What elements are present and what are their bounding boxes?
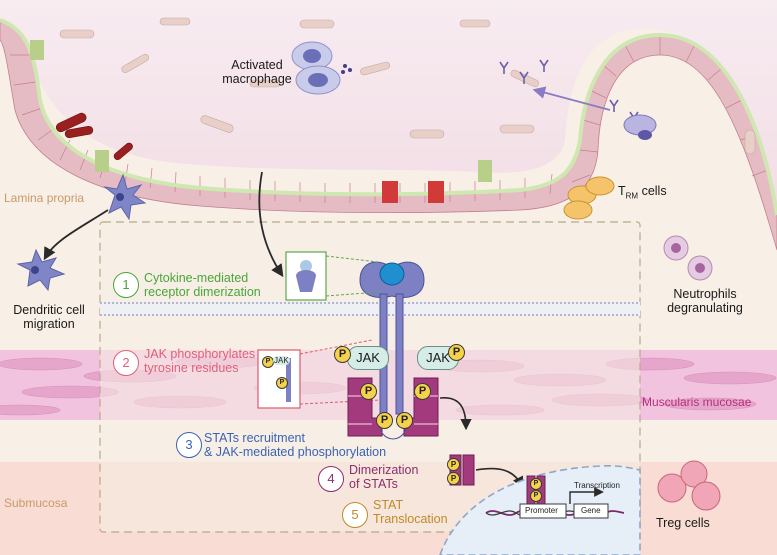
dendritic-cell-epithelial	[103, 173, 147, 221]
phospho-dimer-bottom: P	[447, 472, 460, 485]
step-4-line2: of STATs	[349, 477, 398, 492]
inset2-jak: JAK	[273, 356, 290, 365]
step-2-line1: JAK phosphorylates	[144, 347, 256, 361]
inset2-phospho-top: P	[262, 356, 274, 368]
label-trm-cells: TRM cells	[618, 184, 667, 201]
label-lamina-propria: Lamina propria	[4, 191, 85, 205]
label-dendritic-cell-migration: Dendritic cell migration	[13, 303, 85, 332]
transcription-arrow	[569, 487, 604, 504]
phospho-nuclear-top: P	[530, 478, 542, 490]
step-3-line1: STATs recruitment	[204, 431, 305, 445]
step-4-number: 4	[318, 466, 344, 492]
cell-membrane	[100, 302, 640, 316]
bacteria	[59, 17, 756, 155]
neutrophils-graphic	[663, 235, 713, 281]
phospho-stat-right: P	[414, 383, 431, 400]
label-neutrophils: Neutrophils degranulating	[667, 287, 743, 316]
phospho-jak-right: P	[448, 344, 465, 361]
step-5-line2: Translocation	[373, 512, 448, 527]
step1-inset-receptor	[296, 260, 316, 292]
phospho-receptor-left: P	[376, 412, 393, 429]
step-4-line1: Dimerization	[349, 463, 419, 477]
label-muscularis-mucosae: Muscularis mucosae	[642, 395, 752, 409]
step-2-label: JAK phosphorylates tyrosine residues	[144, 347, 255, 376]
stat-dimerize-arrow	[439, 397, 472, 431]
lumen	[0, 0, 777, 210]
label-transcription: Transcription	[574, 481, 620, 490]
step-1-line1: Cytokine-mediated	[144, 271, 249, 285]
phospho-jak-left: P	[334, 346, 351, 363]
goblet-cells	[30, 40, 492, 203]
step-2-line2: tyrosine residues	[144, 361, 239, 376]
phospho-dimer-top: P	[447, 458, 460, 471]
step-5-line1: STAT	[373, 498, 404, 512]
dendritic-migration-arrow	[43, 209, 109, 261]
jak-left: JAK	[347, 346, 389, 370]
macrophage-graphic	[291, 41, 352, 95]
phospho-stat-left: P	[360, 383, 377, 400]
inset2-link-a	[299, 339, 373, 355]
label-promoter: Promoter	[525, 506, 558, 515]
step2-inset-receptor	[286, 358, 291, 402]
trm-prefix: T	[618, 184, 626, 198]
plasma-cells	[623, 114, 657, 140]
step-5-number: 5	[342, 502, 368, 528]
step-2-number: 2	[113, 350, 139, 376]
step-1-number: 1	[113, 272, 139, 298]
step-1-label: Cytokine-mediated receptor dimerization	[144, 271, 261, 300]
label-submucosa: Submucosa	[4, 496, 68, 510]
label-treg-cells: Treg cells	[656, 516, 710, 530]
trm-subscript: RM	[625, 191, 639, 201]
step-4-label: Dimerization of STATs	[349, 463, 418, 492]
step-3-number: 3	[176, 432, 202, 458]
inset1-link-a	[325, 255, 379, 263]
trm-suffix: cells	[641, 184, 667, 198]
pathogenic-bacteria	[55, 112, 133, 161]
cytokine-arrow	[258, 171, 284, 278]
mucus-layer	[0, 18, 777, 216]
inset1-link-b	[325, 291, 381, 297]
step-1-line2: receptor dimerization	[144, 285, 261, 300]
step-5-label: STAT Translocation	[373, 498, 448, 527]
promoter-box	[519, 503, 567, 519]
phospho-nuclear-bottom: P	[530, 490, 542, 502]
step-3-label: STATs recruitment & JAK-mediated phospho…	[204, 431, 386, 460]
step-3-line2: & JAK-mediated phosphorylation	[204, 445, 387, 460]
label-gene: Gene	[581, 506, 601, 515]
antibody-arrow	[532, 86, 611, 111]
treg-graphic	[657, 460, 721, 511]
mechanism-panel	[99, 221, 641, 533]
gene-box	[573, 503, 609, 519]
label-activated-macrophage: Activated macrophage	[222, 58, 292, 87]
phospho-receptor-right: P	[396, 412, 413, 429]
inset2-phospho-bottom: P	[276, 377, 288, 389]
trm-graphic	[563, 176, 615, 220]
